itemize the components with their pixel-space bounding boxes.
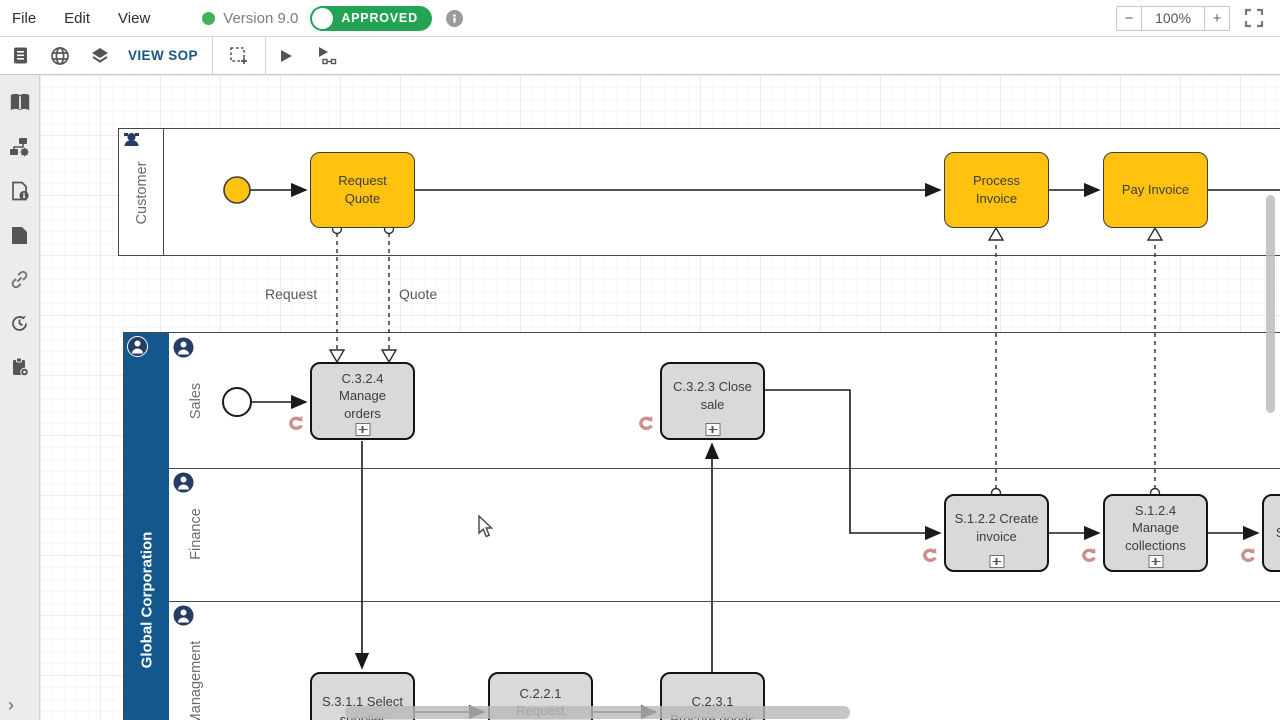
start-event-customer[interactable] [223, 176, 251, 204]
message-arrowhead [380, 349, 398, 364]
external-participant-icon [124, 133, 139, 146]
info-glyph [453, 13, 456, 23]
lane-sales-icon [173, 337, 194, 358]
expand-subprocess-icon[interactable] [355, 423, 370, 436]
document-icon[interactable] [0, 37, 40, 75]
version-status-dot-icon [202, 11, 216, 25]
mouse-cursor [478, 515, 494, 538]
task-label: S.1.2.2 Create invoice [954, 511, 1039, 544]
menubar: File Edit View Version 9.0 APPROVED − 10… [0, 0, 1280, 37]
message-arrowhead [1146, 226, 1164, 241]
loop-marker-icon [1241, 548, 1255, 562]
expand-subprocess-icon[interactable] [989, 555, 1004, 568]
subprocess-create-invoice[interactable]: S.1.2.2 Create invoice [944, 494, 1049, 572]
pool-header[interactable]: Global Corporation [124, 333, 169, 720]
task-label: Process Invoice [973, 173, 1020, 206]
approved-toggle[interactable]: APPROVED [310, 5, 432, 31]
marquee-add-icon[interactable] [213, 37, 265, 75]
sidebar: › [0, 75, 40, 720]
message-arrowhead [987, 226, 1005, 241]
task-pay-invoice[interactable]: Pay Invoice [1103, 152, 1208, 228]
horizontal-scrollbar-thumb[interactable] [345, 706, 850, 719]
loop-marker-icon [289, 416, 303, 430]
clipboard-settings-icon[interactable] [6, 353, 34, 381]
play-process-icon[interactable] [306, 37, 346, 75]
menubar-right-group: − 100% + [1116, 5, 1268, 31]
start-event-sales[interactable] [222, 387, 252, 417]
version-indicator: Version 9.0 [202, 10, 298, 27]
page-icon[interactable] [6, 221, 34, 249]
diagram-canvas[interactable]: Customer Global Corporation Sales Financ… [40, 75, 1280, 720]
vertical-scrollbar-thumb[interactable] [1266, 195, 1275, 413]
link-icon[interactable] [6, 265, 34, 293]
task-label: S.1 a [1276, 524, 1280, 542]
lane-divider [169, 601, 1280, 602]
approved-badge: APPROVED [341, 11, 418, 25]
menu-edit[interactable]: Edit [64, 9, 91, 27]
zoom-control: − 100% + [1116, 5, 1230, 31]
zoom-level: 100% [1141, 6, 1205, 30]
task-label: C.3.2.4 Manage orders [339, 370, 386, 421]
loop-marker-icon [1082, 548, 1096, 562]
task-label: C.3.2.3 Close sale [673, 379, 752, 412]
message-arrowhead [328, 349, 346, 364]
version-label: Version 9.0 [223, 9, 299, 27]
flow-label-quote: Quote [399, 286, 438, 302]
loop-marker-icon [639, 416, 653, 430]
document-info-icon[interactable] [6, 177, 34, 205]
subprocess-partial-right[interactable]: S.1 a [1262, 494, 1280, 572]
zoom-in-button[interactable]: + [1212, 9, 1222, 27]
subprocess-close-sale[interactable]: C.3.2.3 Close sale [660, 362, 765, 440]
fullscreen-icon[interactable] [1244, 8, 1264, 28]
view-sop-button[interactable]: VIEW SOP [128, 48, 198, 63]
subprocess-manage-orders[interactable]: C.3.2.4 Manage orders [310, 362, 415, 440]
task-label: Pay Invoice [1121, 182, 1190, 198]
zoom-out-button[interactable]: − [1124, 9, 1134, 27]
toolbar: VIEW SOP [0, 36, 1280, 75]
layers-icon[interactable] [80, 37, 120, 75]
history-icon[interactable] [6, 309, 34, 337]
flow-label-request: Request [265, 286, 318, 302]
globe-icon[interactable] [40, 37, 80, 75]
task-process-invoice[interactable]: Process Invoice [944, 152, 1049, 228]
loop-marker-icon [923, 548, 937, 562]
task-request-quote[interactable]: Request Quote [310, 152, 415, 228]
flow-close-sale-to-create-invoice[interactable] [765, 389, 942, 541]
lane-divider [169, 468, 1280, 469]
expand-subprocess-icon[interactable] [705, 423, 720, 436]
book-icon[interactable] [6, 89, 34, 117]
sidebar-expand-button[interactable]: › [8, 695, 14, 715]
info-icon[interactable] [445, 9, 463, 27]
lane-management-icon [173, 605, 194, 626]
task-label: S.1.2.4 Manage collections [1125, 502, 1186, 553]
menu-file[interactable]: File [12, 9, 37, 27]
pool-participant-icon [127, 336, 148, 357]
toggle-knob-icon [312, 7, 334, 29]
play-icon[interactable] [266, 37, 306, 75]
lane-customer-header[interactable]: Customer [119, 129, 164, 255]
lane-finance-icon [173, 472, 194, 493]
toolbar-divider [264, 36, 266, 75]
process-hierarchy-icon[interactable] [6, 133, 34, 161]
expand-subprocess-icon[interactable] [1148, 555, 1163, 568]
toolbar-divider [211, 36, 213, 75]
menu-view[interactable]: View [118, 9, 151, 27]
subprocess-manage-collections[interactable]: S.1.2.4 Manage collections [1103, 494, 1208, 572]
task-label: Request Quote [338, 173, 387, 206]
